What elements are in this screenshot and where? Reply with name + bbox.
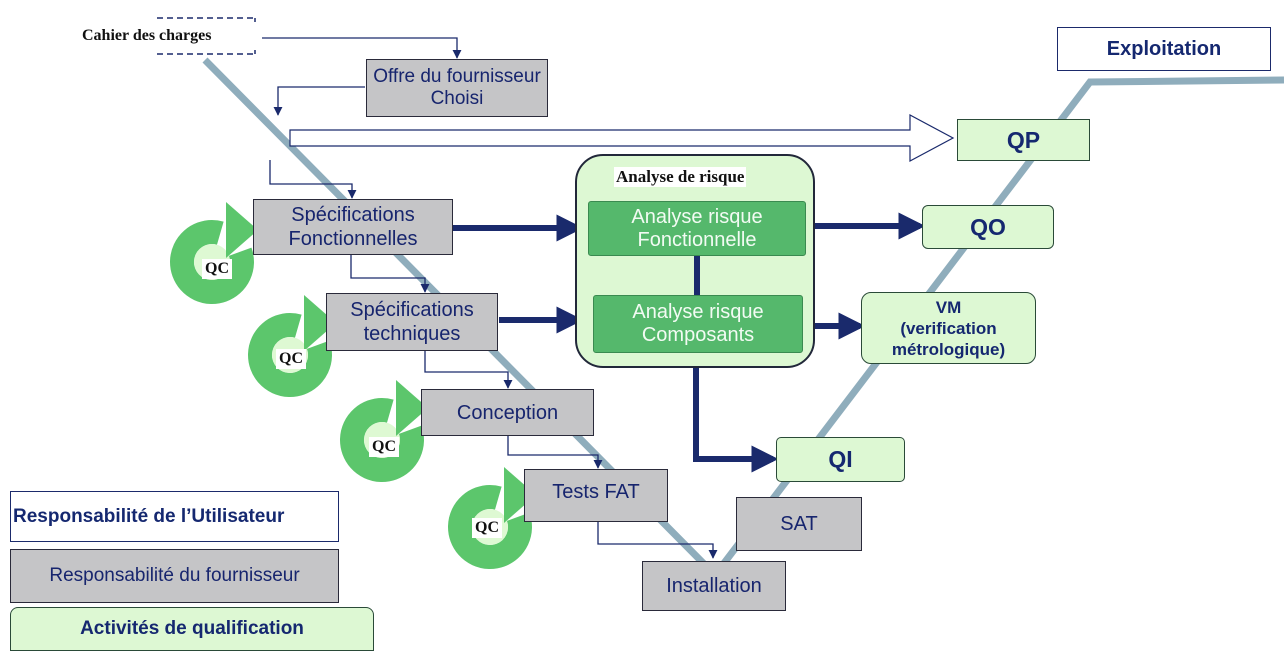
node-installation: Installation bbox=[642, 561, 786, 611]
arrow-risk-qi bbox=[693, 368, 779, 473]
node-exploitation: Exploitation bbox=[1057, 27, 1271, 71]
risk-link-vertical bbox=[694, 256, 700, 296]
link-spectech-conception bbox=[424, 351, 513, 389]
node-qi: QI bbox=[776, 437, 905, 482]
link-cahier-offre bbox=[262, 37, 462, 59]
qc-label: QC bbox=[276, 349, 306, 369]
hollow-arrow-qp bbox=[289, 113, 955, 163]
link-specfonc-spectech bbox=[350, 254, 430, 293]
qc-cycle-icon bbox=[248, 295, 336, 397]
qc-label: QC bbox=[369, 437, 399, 457]
node-qp: QP bbox=[957, 119, 1090, 161]
node-specifications-techniques: Spécifications techniques bbox=[326, 293, 498, 351]
node-analyse-risque-fonctionnelle: Analyse risque Fonctionnelle bbox=[588, 201, 806, 256]
node-analyse-risque-composants: Analyse risque Composants bbox=[593, 295, 803, 353]
cahier-dashed-frame bbox=[157, 17, 256, 55]
node-specifications-fonctionnelles: Spécifications Fonctionnelles bbox=[253, 199, 453, 255]
node-tests-fat: Tests FAT bbox=[524, 469, 668, 522]
legend-fournisseur: Responsabilité du fournisseur bbox=[10, 549, 339, 603]
risk-analysis-title: Analyse de risque bbox=[614, 167, 747, 187]
legend-qualification: Activités de qualification bbox=[10, 607, 374, 651]
link-to-specfonc bbox=[269, 160, 357, 199]
node-vm: VM (verification métrologique) bbox=[861, 292, 1036, 364]
link-offre-down bbox=[273, 86, 365, 116]
node-cahier-des-charges: Cahier des charges bbox=[80, 27, 214, 45]
node-qo: QO bbox=[922, 205, 1054, 249]
legend-utilisateur: Responsabilité de l’Utilisateur bbox=[10, 491, 339, 542]
link-tests-installation bbox=[597, 522, 718, 559]
node-conception: Conception bbox=[421, 389, 594, 436]
node-sat: SAT bbox=[736, 497, 862, 551]
qc-label: QC bbox=[202, 259, 232, 279]
qc-cycle-icon bbox=[170, 202, 258, 304]
qc-label: QC bbox=[472, 518, 502, 538]
link-conception-tests bbox=[507, 435, 603, 469]
risk-analysis-group: Analyse de risque Analyse risque Fonctio… bbox=[575, 154, 815, 368]
node-offre-fournisseur: Offre du fournisseur Choisi bbox=[366, 59, 548, 117]
qc-cycle-icon bbox=[340, 380, 428, 482]
